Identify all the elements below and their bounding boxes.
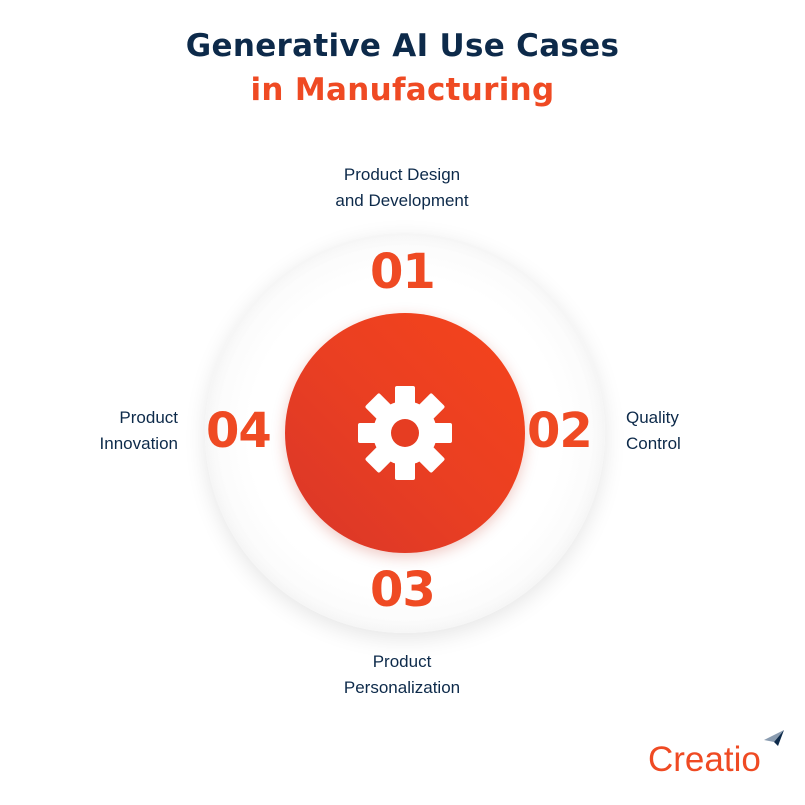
step-label-product-innovation: Product Innovation <box>20 405 178 457</box>
brand-name: Creatio <box>648 740 761 779</box>
gear-icon <box>358 386 452 480</box>
step-label-line: Product Design <box>343 165 461 184</box>
creatio-logo: Creatio <box>648 722 788 782</box>
step-label-line: Product <box>119 408 178 427</box>
step-number-04: 04 <box>206 403 272 459</box>
step-label-line: Control <box>626 434 681 453</box>
creatio-logo-mark-icon <box>764 730 784 746</box>
step-number-03: 03 <box>370 562 436 618</box>
step-label-quality-control: Quality Control <box>626 405 786 457</box>
step-label-product-design: Product Design and Development <box>252 162 552 214</box>
step-number-02: 02 <box>527 403 593 459</box>
step-label-product-personalization: Product Personalization <box>252 649 552 701</box>
step-label-line: and Development <box>335 191 469 210</box>
step-label-line: Personalization <box>343 678 461 697</box>
step-number-01: 01 <box>370 244 436 300</box>
step-label-line: Quality <box>626 408 679 427</box>
step-label-line: Product <box>372 652 432 671</box>
title-line-2: in Manufacturing <box>250 72 555 108</box>
step-label-line: Innovation <box>99 434 178 453</box>
title-line-1: Generative AI Use Cases <box>185 28 620 64</box>
